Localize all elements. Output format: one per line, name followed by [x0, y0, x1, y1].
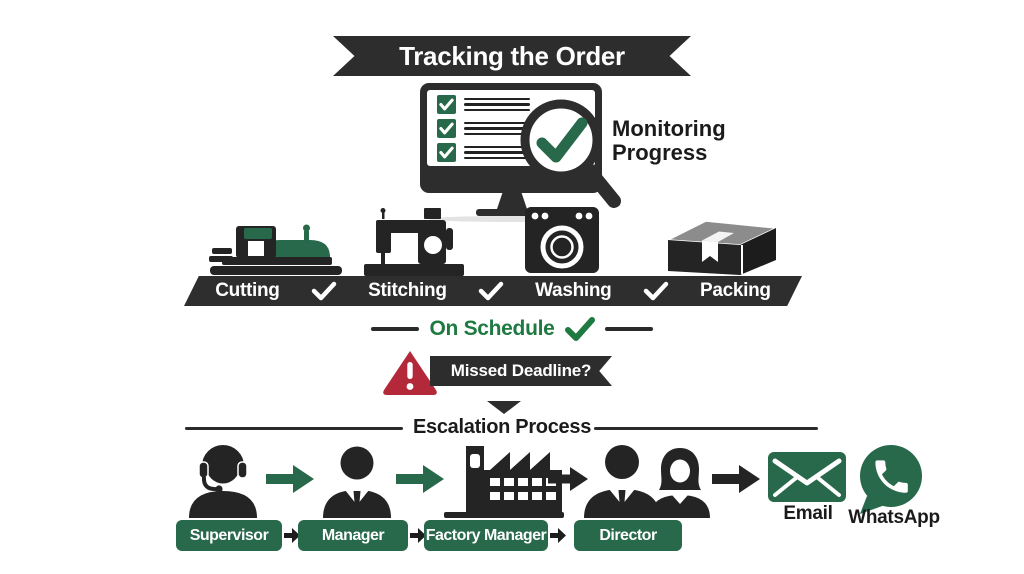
stage-label-cutting: Cutting [215, 280, 280, 301]
email-label: Email [783, 503, 833, 524]
small-arrow-right-icon [550, 527, 566, 549]
stage-label-washing: Washing [535, 280, 612, 301]
black-arrow-right-icon [712, 463, 760, 500]
escalation-left-line [185, 427, 403, 430]
checklist-row [437, 95, 595, 114]
sewing-machine-icon [362, 208, 466, 283]
escalation-title: Escalation Process [412, 416, 592, 438]
left-dash [371, 327, 420, 331]
escalation-right-line [594, 427, 818, 430]
role-box-director: Director [574, 520, 682, 551]
checklist-text-lines [464, 97, 530, 112]
checklist-row [437, 119, 595, 138]
missed-deadline-banner: Missed Deadline? [430, 356, 612, 386]
warning-triangle-icon [382, 349, 438, 400]
monitor-shadow [428, 216, 600, 222]
headset-person-icon [183, 444, 263, 523]
stage-bar: Cutting Stitching Washing Packing [184, 276, 802, 306]
checkbox-checked-icon [437, 119, 456, 138]
green-arrow-right-icon [266, 463, 314, 500]
on-schedule-label: On Schedule [429, 317, 555, 340]
packing-box-icon [662, 214, 780, 281]
whatsapp-label: WhatsApp [848, 507, 940, 528]
checkbox-checked-icon [437, 95, 456, 114]
monitor-base [476, 209, 548, 216]
checklist-text-lines [464, 145, 530, 160]
cutting-machine-icon [200, 212, 350, 281]
small-arrow-right-icon [284, 527, 300, 549]
email-icon [768, 452, 846, 507]
stage-complete-check-icon [478, 281, 504, 301]
down-arrow-icon [487, 401, 521, 414]
stage-label-packing: Packing [699, 280, 771, 301]
checkbox-checked-icon [437, 143, 456, 162]
checklist-text-lines [464, 121, 530, 136]
role-box-manager: Manager [298, 520, 408, 551]
role-box-factory-manager: Factory Manager [424, 520, 548, 551]
black-arrow-right-icon [548, 465, 588, 498]
right-dash [604, 327, 653, 331]
missed-deadline-label: Missed Deadline? [450, 361, 592, 380]
role-box-supervisor: Supervisor [176, 520, 282, 551]
washing-machine-icon [524, 207, 600, 280]
small-arrow-right-icon [410, 527, 426, 549]
on-schedule-check-icon [564, 316, 595, 341]
stage-complete-check-icon [311, 281, 337, 301]
checklist-row [437, 143, 595, 162]
green-arrow-right-icon [396, 463, 444, 500]
factory-icon [444, 442, 564, 523]
two-people-icon [580, 442, 714, 523]
page-title: Tracking the Order [399, 40, 625, 71]
on-schedule-status: On Schedule [0, 313, 1024, 345]
businessman-icon [318, 442, 396, 523]
monitoring-progress-label: Monitoring Progress [612, 116, 726, 165]
whatsapp-icon [858, 444, 924, 521]
monitor-graphic [420, 83, 621, 223]
stage-label-stitching: Stitching [368, 280, 447, 301]
monitor-stand [497, 193, 527, 209]
stage-complete-check-icon [643, 281, 668, 301]
title-ribbon: Tracking the Order [333, 36, 691, 76]
magnifier-check-icon [516, 95, 624, 222]
